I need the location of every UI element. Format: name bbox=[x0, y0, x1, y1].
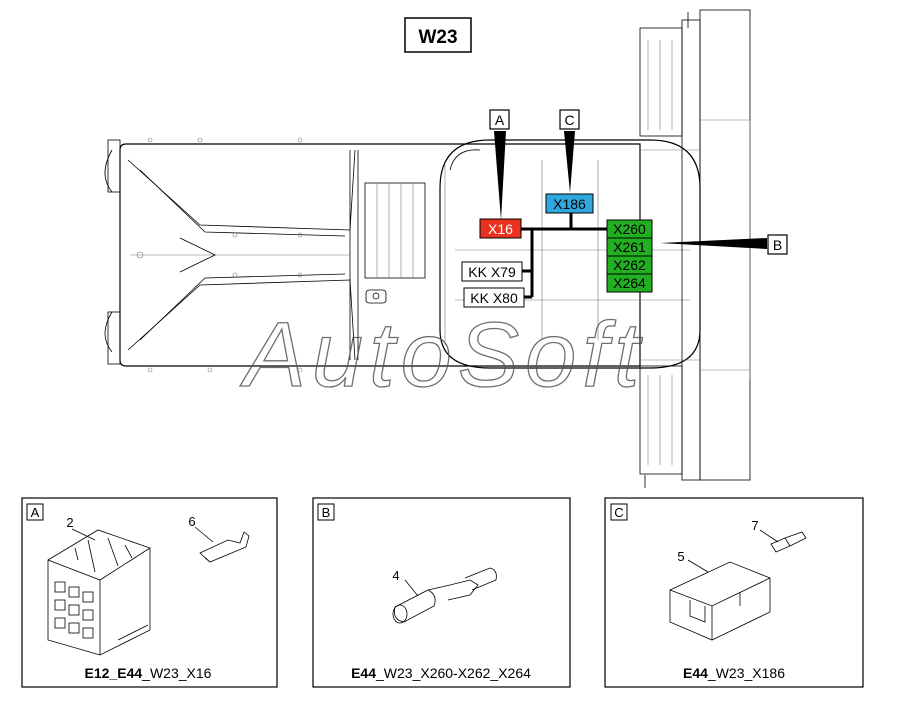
connector-x261[interactable]: X261 bbox=[606, 237, 653, 257]
part-number: 2 bbox=[66, 515, 73, 530]
connector-x264[interactable]: X264 bbox=[606, 273, 653, 293]
terminal-receptacle-drawing bbox=[392, 567, 497, 624]
part-number: 5 bbox=[677, 549, 684, 564]
callout-c: C bbox=[559, 109, 580, 130]
panel-letter: A bbox=[31, 505, 40, 520]
callout-letter: C bbox=[564, 112, 574, 128]
part-number: 4 bbox=[392, 568, 399, 583]
panel-caption: E44_W23_X186 bbox=[683, 665, 785, 681]
terminal-pin-drawing bbox=[770, 531, 807, 553]
panel-caption: E44_W23_X260-X262_X264 bbox=[351, 665, 531, 681]
watermark: AutoSoft bbox=[240, 304, 646, 406]
detail-panel-c: C 7 5 E44_W23_X186 bbox=[604, 497, 864, 688]
part-number: 6 bbox=[188, 514, 195, 529]
panel-letter: B bbox=[322, 505, 331, 520]
terminal-pin-drawing bbox=[199, 531, 250, 563]
connector-label: X186 bbox=[553, 196, 586, 212]
panel-caption: E12_E44_W23_X16 bbox=[85, 665, 212, 681]
detail-panel-b: B 4 E44_W23_X260-X262_X264 bbox=[312, 497, 571, 688]
connector-label: X260 bbox=[613, 221, 646, 237]
callout-b: B bbox=[767, 234, 788, 255]
connector-x186[interactable]: X186 bbox=[545, 193, 594, 214]
panel-letter: C bbox=[614, 505, 623, 520]
connector-label: X261 bbox=[613, 239, 646, 255]
wiring-harness bbox=[521, 213, 607, 299]
connector-housing-drawing bbox=[669, 561, 771, 641]
connector-label: KK X80 bbox=[470, 290, 518, 306]
vehicle-frame-drawing bbox=[104, 9, 751, 488]
diagram-title: W23 bbox=[418, 27, 457, 48]
callout-letter: A bbox=[495, 112, 505, 128]
connector-x16[interactable]: X16 bbox=[479, 218, 522, 239]
connector-x260[interactable]: X260 bbox=[606, 219, 653, 239]
callout-letter: B bbox=[773, 237, 782, 253]
callout-pointers bbox=[494, 131, 767, 249]
connector-kk-x80[interactable]: KK X80 bbox=[463, 287, 525, 308]
connector-label: KK X79 bbox=[468, 264, 516, 280]
connector-x262[interactable]: X262 bbox=[606, 255, 653, 275]
detail-panel-a: A 2 6 bbox=[21, 497, 278, 688]
connector-label: X262 bbox=[613, 257, 646, 273]
connector-label: X264 bbox=[613, 275, 646, 291]
connector-label: X16 bbox=[488, 221, 513, 237]
connector-kk-x79[interactable]: KK X79 bbox=[461, 261, 523, 282]
part-number: 7 bbox=[751, 518, 758, 533]
callout-a: A bbox=[489, 109, 510, 130]
title-box: W23 bbox=[404, 17, 472, 53]
connector-housing-drawing bbox=[47, 529, 151, 656]
